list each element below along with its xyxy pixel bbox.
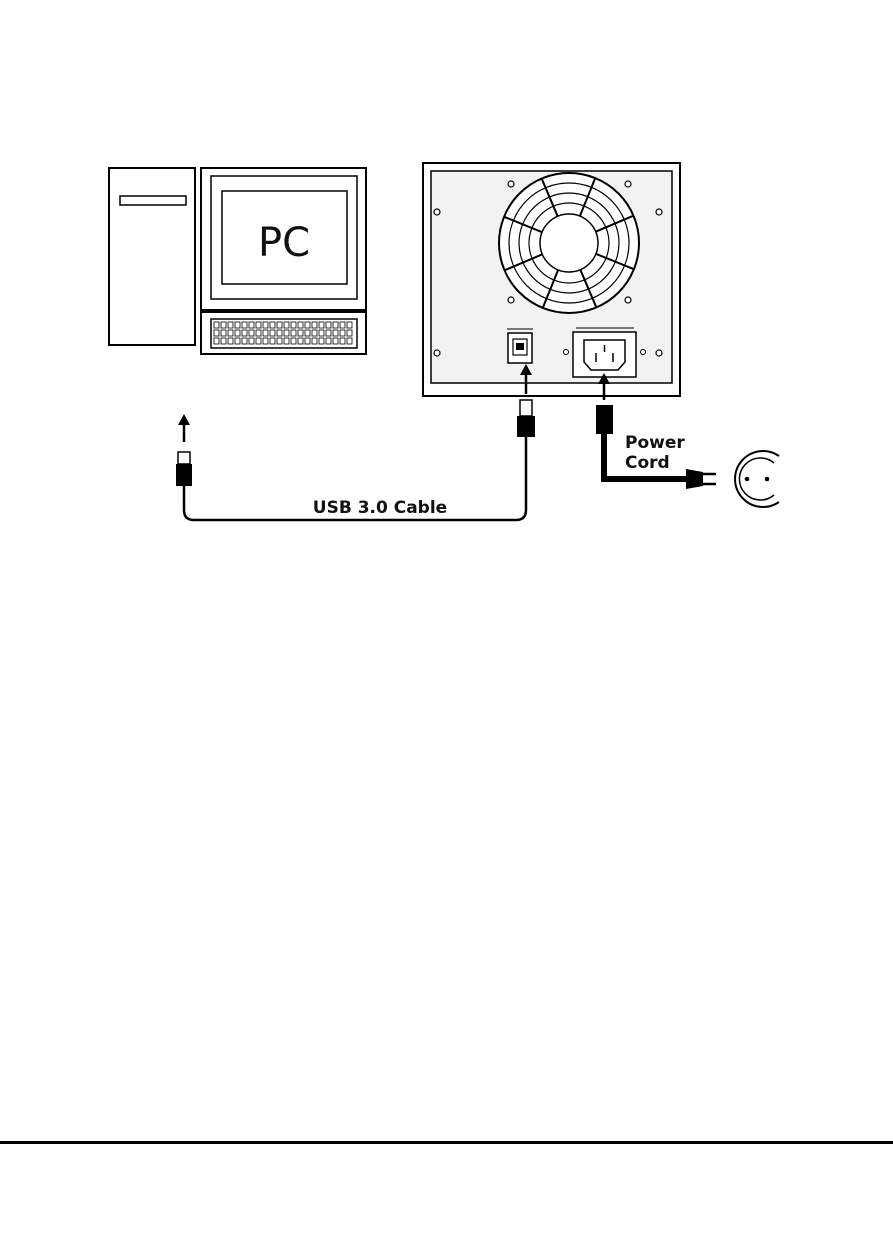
keyboard-key [305, 322, 310, 328]
keyboard-key [333, 330, 338, 336]
keyboard-key [249, 330, 254, 336]
keyboard-key [291, 330, 296, 336]
keyboard-key [347, 322, 352, 328]
keyboard-key [263, 330, 268, 336]
keyboard-key [228, 322, 233, 328]
keyboard-key [214, 330, 219, 336]
keyboard-key [333, 338, 338, 344]
keyboard-key [214, 338, 219, 344]
keyboard-key [291, 338, 296, 344]
keyboard-key [305, 338, 310, 344]
keyboard-key [270, 338, 275, 344]
keyboard-key [326, 338, 331, 344]
keyboard-key [270, 322, 275, 328]
keyboard-key [228, 338, 233, 344]
usb-cable-label: USB 3.0 Cable [313, 498, 447, 518]
keyboard-key [312, 338, 317, 344]
keyboard-key [298, 338, 303, 344]
keyboard-key [263, 322, 268, 328]
keyboard-key [249, 338, 254, 344]
keyboard-key [277, 338, 282, 344]
keyboard-key [312, 330, 317, 336]
keyboard-key [340, 322, 345, 328]
fan-grille [499, 173, 639, 313]
keyboard-key [214, 322, 219, 328]
drive-enclosure-rear-icon [423, 163, 680, 396]
keyboard-key [221, 338, 226, 344]
keyboard-key [235, 330, 240, 336]
power-cord-label-line2: Cord [625, 453, 670, 473]
keyboard-key [249, 322, 254, 328]
pc-keyboard [201, 312, 366, 354]
keyboard-key [221, 322, 226, 328]
keyboard-key [235, 322, 240, 328]
usb-a-connector [176, 452, 192, 486]
keyboard-key [256, 322, 261, 328]
wall-outlet-icon [735, 451, 779, 507]
keyboard-key [347, 338, 352, 344]
keyboard-key [242, 330, 247, 336]
keyboard-key [284, 330, 289, 336]
keyboard-key [305, 330, 310, 336]
keyboard-key [284, 338, 289, 344]
keyboard-key [298, 322, 303, 328]
pc-label: PC [258, 220, 310, 266]
keyboard-key [284, 322, 289, 328]
keyboard-key [326, 322, 331, 328]
keyboard-key [228, 330, 233, 336]
arrow-up-icon [178, 414, 190, 442]
usb-b-connector [517, 400, 535, 437]
keyboard-key [277, 322, 282, 328]
keyboard-key [242, 322, 247, 328]
desktop-computer-icon: PC [109, 168, 366, 354]
keyboard-key [277, 330, 282, 336]
power-inlet [564, 328, 646, 377]
pc-tower [109, 168, 195, 345]
keyboard-key [347, 330, 352, 336]
keyboard-key [298, 330, 303, 336]
power-plug [686, 469, 716, 489]
keyboard-key [326, 330, 331, 336]
usb-port [507, 329, 533, 363]
keyboard-key [319, 338, 324, 344]
keyboard-key [235, 338, 240, 344]
pc-monitor: PC [201, 168, 366, 310]
keyboard-key [242, 338, 247, 344]
keyboard-key [256, 330, 261, 336]
keyboard-key [263, 338, 268, 344]
keyboard-key [256, 338, 261, 344]
keyboard-key [333, 322, 338, 328]
keyboard-key [319, 330, 324, 336]
power-cord-label-line1: Power [625, 433, 685, 453]
keyboard-key [221, 330, 226, 336]
keyboard-key [340, 338, 345, 344]
footer-rule [0, 1141, 893, 1144]
keyboard-key [270, 330, 275, 336]
keyboard-key [312, 322, 317, 328]
keyboard-key [291, 322, 296, 328]
keyboard-key [319, 322, 324, 328]
keyboard-key [340, 330, 345, 336]
